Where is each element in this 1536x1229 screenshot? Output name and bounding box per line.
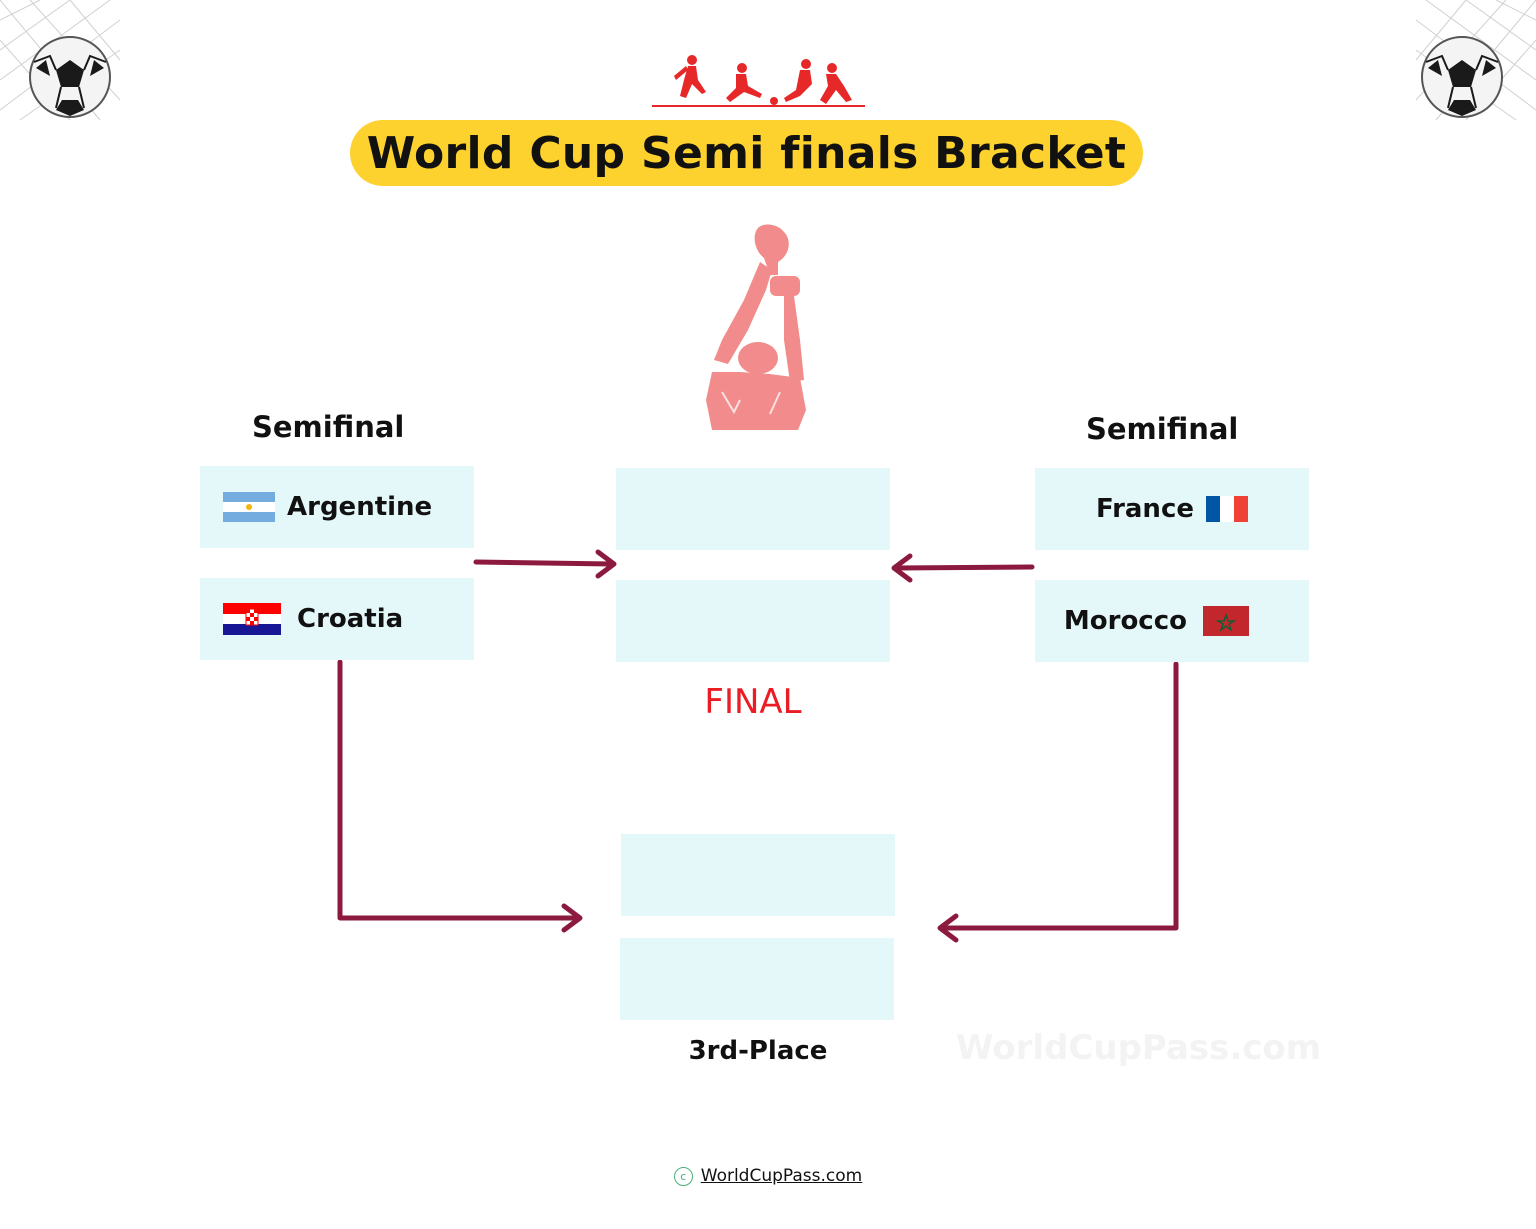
soccer-ball-icon	[29, 36, 111, 118]
left-round-label: Semifinal	[252, 410, 405, 444]
slot-left-semifinal-2: Croatia	[200, 578, 474, 660]
arrowhead-left-third	[561, 903, 583, 933]
arrowhead-left-final	[595, 549, 617, 579]
footer-link[interactable]: WorldCupPass.com	[700, 1166, 863, 1186]
page-title: World Cup Semi finals Bracket	[366, 127, 1127, 179]
connector-left-to-third	[337, 659, 581, 921]
slot-third-place-2	[620, 938, 894, 1020]
title-banner: World Cup Semi finals Bracket	[350, 120, 1143, 186]
team-name: Croatia	[297, 604, 404, 634]
watermark: WorldCupPass.com	[956, 1028, 1322, 1068]
third-place-label: 3rd-Place	[688, 1036, 828, 1066]
connector-left-to-final	[473, 559, 615, 567]
team-name: Argentine	[287, 492, 433, 522]
bracket-connectors	[337, 549, 1179, 943]
final-label: FINAL	[704, 682, 802, 722]
arrowhead-right-third	[937, 913, 959, 943]
morocco-flag-icon	[1203, 606, 1249, 636]
france-flag-icon	[1206, 496, 1248, 522]
team-name: France	[1095, 494, 1194, 524]
copyright-icon: c	[673, 1166, 693, 1186]
croatia-flag-icon	[223, 603, 281, 635]
slot-left-semifinal-1: Argentine	[200, 466, 474, 548]
argentina-flag-icon	[223, 492, 275, 522]
arrowhead-right-final	[891, 553, 913, 583]
trophy-lifter-icon	[706, 224, 806, 430]
slot-final-2	[616, 580, 890, 662]
soccer-players-icon	[652, 55, 865, 107]
team-name: Morocco	[1063, 606, 1187, 636]
slot-right-semifinal-1: France	[1035, 468, 1309, 550]
footer: c WorldCupPass.com	[0, 1166, 1536, 1186]
connector-right-to-third	[939, 661, 1179, 931]
soccer-ball-icon	[1421, 36, 1503, 118]
slot-right-semifinal-2: Morocco	[1035, 580, 1309, 662]
right-round-label: Semifinal	[1086, 412, 1239, 446]
connector-right-to-final	[893, 564, 1035, 571]
slot-final-1	[616, 468, 890, 550]
slot-third-place-1	[621, 834, 895, 916]
